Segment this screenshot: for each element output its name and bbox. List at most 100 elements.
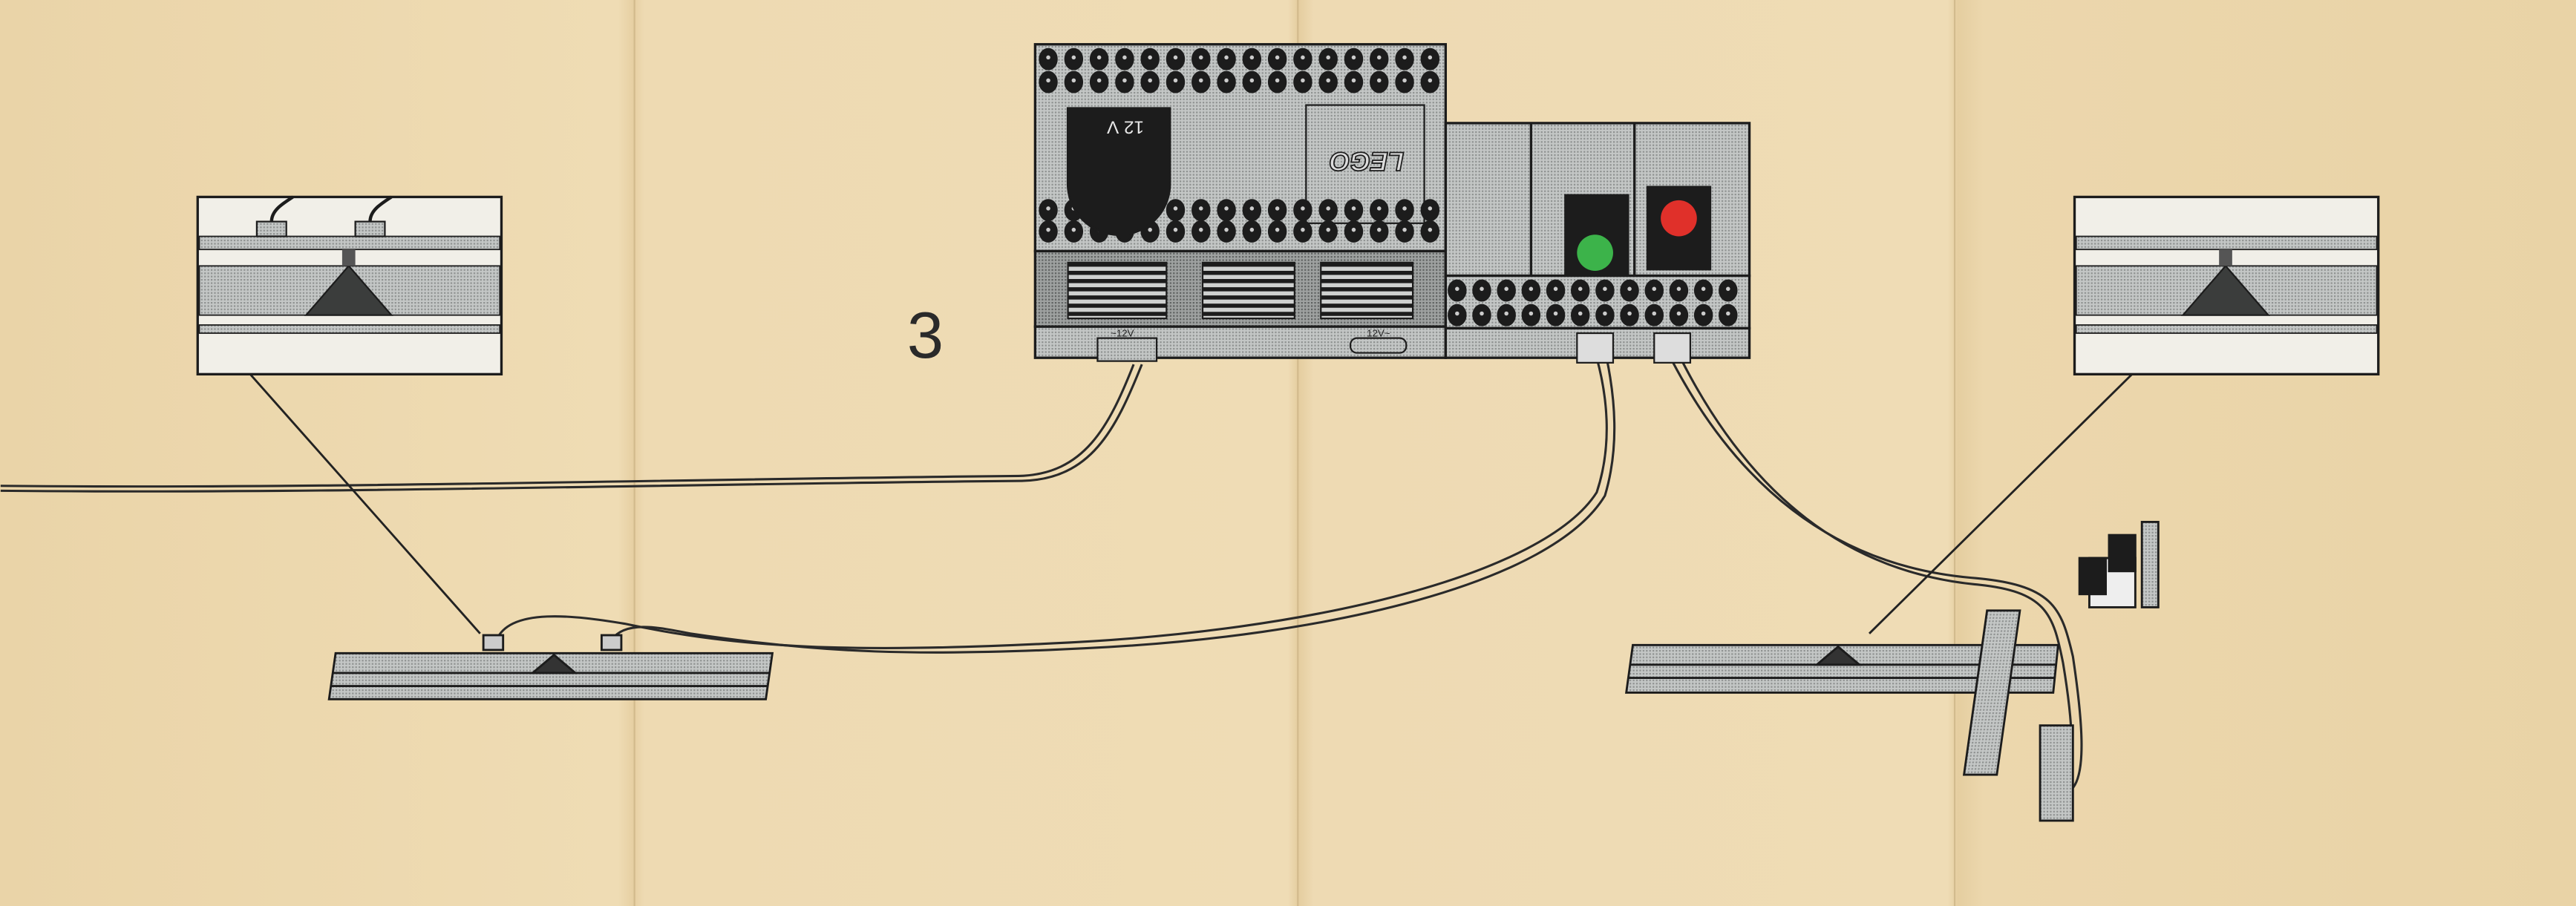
dial-label: 12 V bbox=[1106, 117, 1144, 137]
stud bbox=[1166, 199, 1186, 222]
stud bbox=[1166, 47, 1186, 70]
transformer: 12 V LEGO ~12V 12V~ bbox=[1033, 43, 1448, 362]
stud bbox=[1242, 70, 1262, 93]
stud bbox=[1242, 220, 1262, 243]
stud bbox=[1191, 70, 1211, 93]
stud bbox=[1472, 303, 1491, 326]
stud bbox=[1140, 70, 1160, 93]
logo-box bbox=[1305, 104, 1425, 224]
stud bbox=[1620, 279, 1639, 302]
stud bbox=[1191, 220, 1211, 243]
stud bbox=[1370, 70, 1389, 93]
transformer-studs bbox=[1039, 47, 1440, 243]
stud bbox=[1039, 199, 1058, 222]
green-lamp bbox=[1577, 234, 1613, 271]
stud bbox=[1497, 303, 1516, 326]
stud bbox=[1497, 279, 1516, 302]
stud bbox=[1064, 220, 1084, 243]
stud bbox=[1620, 303, 1639, 326]
stud bbox=[1293, 199, 1312, 222]
stud bbox=[1039, 70, 1058, 93]
stud bbox=[1448, 279, 1467, 302]
stud bbox=[1089, 47, 1109, 70]
stud bbox=[1217, 199, 1236, 222]
track-left bbox=[327, 634, 774, 700]
stud bbox=[1395, 199, 1414, 222]
stud bbox=[1420, 47, 1440, 70]
stud bbox=[1546, 303, 1566, 326]
stud bbox=[1089, 70, 1109, 93]
stud bbox=[1669, 279, 1689, 302]
track-right bbox=[1625, 643, 2060, 694]
stud bbox=[1039, 220, 1058, 243]
step-number: 3 bbox=[907, 298, 944, 372]
stud bbox=[1267, 70, 1287, 93]
stud bbox=[1693, 303, 1713, 326]
stud bbox=[1595, 303, 1615, 326]
stud bbox=[1420, 220, 1440, 243]
stud bbox=[1293, 70, 1312, 93]
transformer-connector bbox=[1096, 337, 1158, 362]
stud bbox=[1344, 47, 1364, 70]
stud bbox=[1644, 279, 1664, 302]
wires bbox=[0, 357, 2083, 792]
stud bbox=[1267, 220, 1287, 243]
stud bbox=[1064, 47, 1084, 70]
stud bbox=[1115, 70, 1134, 93]
stud bbox=[1344, 199, 1364, 222]
stud bbox=[1191, 199, 1211, 222]
stud bbox=[1420, 70, 1440, 93]
signal bbox=[1962, 520, 2160, 822]
stud bbox=[1217, 47, 1236, 70]
port-label-left: ~12V bbox=[1111, 327, 1134, 338]
stud bbox=[1242, 47, 1262, 70]
lego-logo: LEGO bbox=[1330, 147, 1404, 176]
stud bbox=[1521, 303, 1541, 326]
inset-left bbox=[196, 195, 503, 375]
stud bbox=[1571, 279, 1590, 302]
stud bbox=[1293, 220, 1312, 243]
stud bbox=[1395, 47, 1414, 70]
stud bbox=[1217, 220, 1236, 243]
stud bbox=[1191, 47, 1211, 70]
stud bbox=[1039, 47, 1058, 70]
voltage-dial bbox=[1066, 107, 1171, 236]
stud bbox=[1344, 220, 1364, 243]
stud bbox=[1370, 220, 1389, 243]
stud bbox=[1448, 303, 1467, 326]
stud bbox=[1064, 70, 1084, 93]
stud bbox=[1293, 47, 1312, 70]
stud bbox=[1472, 279, 1491, 302]
stud bbox=[1719, 279, 1738, 302]
stud bbox=[1318, 47, 1338, 70]
stud bbox=[1546, 279, 1566, 302]
speed-controller bbox=[1444, 122, 1751, 364]
inset-right bbox=[2073, 195, 2380, 375]
connector-2 bbox=[1653, 332, 1692, 364]
stud bbox=[1242, 199, 1262, 222]
stud bbox=[1719, 303, 1738, 326]
stud bbox=[1166, 220, 1186, 243]
stud bbox=[1521, 279, 1541, 302]
connector-1 bbox=[1576, 332, 1615, 364]
stud bbox=[1318, 199, 1338, 222]
stud bbox=[1267, 199, 1287, 222]
stud bbox=[1318, 70, 1338, 93]
stud bbox=[1571, 303, 1590, 326]
stud bbox=[1344, 70, 1364, 93]
stud bbox=[1595, 279, 1615, 302]
stud bbox=[1395, 220, 1414, 243]
stud bbox=[1420, 199, 1440, 222]
stud bbox=[1140, 47, 1160, 70]
stud bbox=[1217, 70, 1236, 93]
stud bbox=[1693, 279, 1713, 302]
stud bbox=[1115, 47, 1134, 70]
red-lamp bbox=[1661, 200, 1697, 237]
callout-lines bbox=[249, 373, 2133, 634]
stud bbox=[1370, 47, 1389, 70]
stud bbox=[1370, 199, 1389, 222]
stud bbox=[1669, 303, 1689, 326]
stud bbox=[1644, 303, 1664, 326]
